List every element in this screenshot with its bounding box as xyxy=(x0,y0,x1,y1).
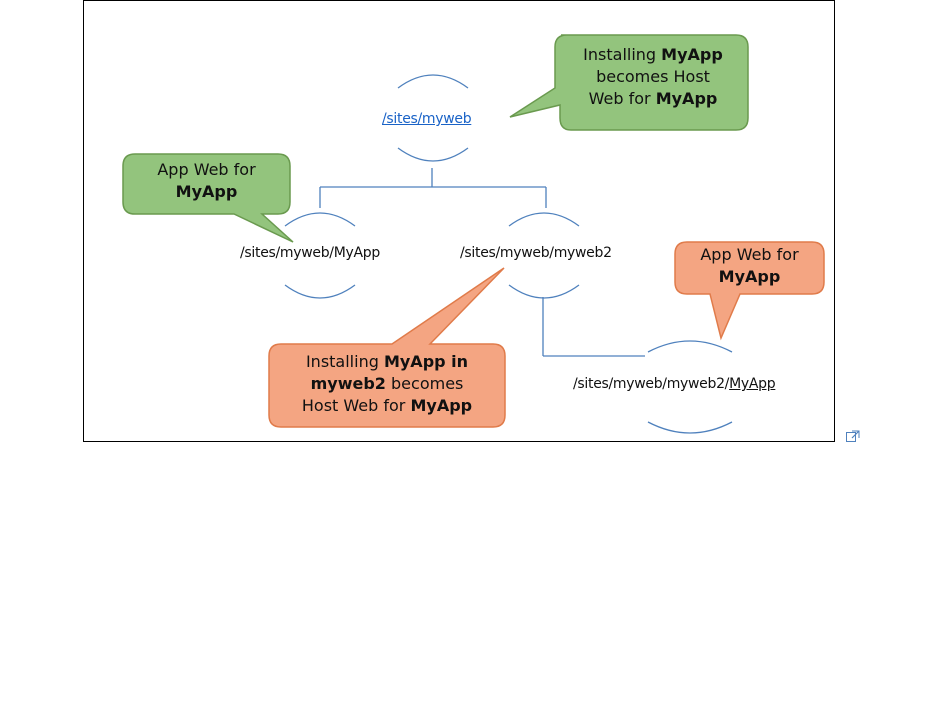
callout-child1-app-text: App Web for MyApp xyxy=(123,159,290,203)
callout-text-bold: MyApp xyxy=(661,45,723,64)
connectors xyxy=(319,168,645,357)
callout-child2-host xyxy=(268,267,506,428)
callout-text-part: App Web for xyxy=(700,245,799,264)
callout-text-bold: myweb2 xyxy=(310,374,386,393)
callout-text-bold: MyApp xyxy=(410,396,473,415)
node-child2-label: /sites/myweb/myweb2 xyxy=(460,245,612,261)
callout-text-part: Web for xyxy=(588,89,656,108)
callout-grandchild-app-text: App Web for MyApp xyxy=(675,244,824,288)
node-root-label[interactable]: /sites/myweb xyxy=(382,111,472,127)
callout-text-part: App Web for xyxy=(157,160,256,179)
callout-child1-app xyxy=(122,153,294,243)
child2-arc-top xyxy=(508,212,580,227)
grandchild-prefix: /sites/myweb/myweb2/ xyxy=(573,376,730,392)
callout-text-bold: MyApp xyxy=(175,182,238,201)
grandchild-arc-bottom xyxy=(647,421,733,434)
node-arcs xyxy=(284,74,733,434)
callout-text-part: Installing xyxy=(583,45,662,64)
callout-text-part: Installing xyxy=(305,352,384,371)
external-link-icon[interactable] xyxy=(846,430,860,442)
callout-root-host xyxy=(509,34,749,131)
callout-text-bold: MyApp in xyxy=(383,352,469,371)
callout-text-part: Host Web for xyxy=(301,396,411,415)
child2-arc-bottom xyxy=(508,284,580,299)
root-arc-bottom xyxy=(397,147,469,162)
grandchild-suffix: MyApp xyxy=(729,376,776,392)
node-child1-label: /sites/myweb/MyApp xyxy=(240,245,380,261)
node-grandchild-label: /sites/myweb/myweb2/MyApp xyxy=(573,376,776,392)
child1-arc-top xyxy=(284,212,356,227)
callout-root-host-text: Installing MyApp becomes Host Web for My… xyxy=(560,44,746,110)
callout-text-bold: MyApp xyxy=(718,267,781,286)
callout-text-bold: MyApp xyxy=(655,89,718,108)
callout-child2-host-text: Installing MyApp in myweb2 becomes Host … xyxy=(269,351,505,417)
callout-text-part: becomes Host xyxy=(596,67,710,86)
grandchild-arc-top xyxy=(647,340,733,353)
root-arc-top xyxy=(397,74,469,89)
child1-arc-bottom xyxy=(284,284,356,299)
callout-grandchild-app xyxy=(674,241,825,341)
callout-text-part: becomes xyxy=(385,374,464,393)
